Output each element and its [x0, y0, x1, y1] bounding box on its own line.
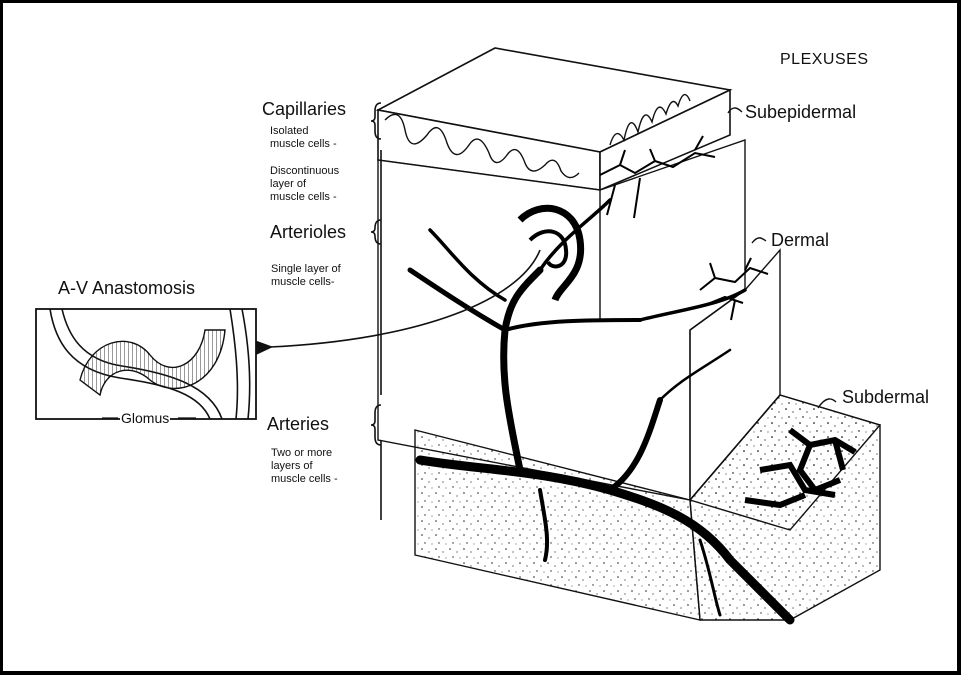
av-anastomosis-inset [36, 309, 256, 419]
single-layer-label: Single layer of muscle cells- [271, 263, 341, 289]
dermal-label: Dermal [771, 231, 829, 249]
av-anastomosis-title: A-V Anastomosis [58, 279, 195, 297]
isolated-muscle-cells-label: Isolated muscle cells - [270, 125, 337, 151]
subdermal-label: Subdermal [842, 388, 929, 406]
discontinuous-layer-label: Discontinuous layer of muscle cells - [270, 165, 339, 204]
arteries-label: Arteries [267, 415, 329, 433]
subepidermal-label: Subepidermal [745, 103, 856, 121]
capillaries-label: Capillaries [262, 100, 346, 118]
arterioles-label: Arterioles [270, 223, 346, 241]
glomus-label: Glomus [120, 411, 170, 425]
two-or-more-layers-label: Two or more layers of muscle cells - [271, 447, 338, 486]
plexuses-heading: PLEXUSES [780, 52, 868, 68]
